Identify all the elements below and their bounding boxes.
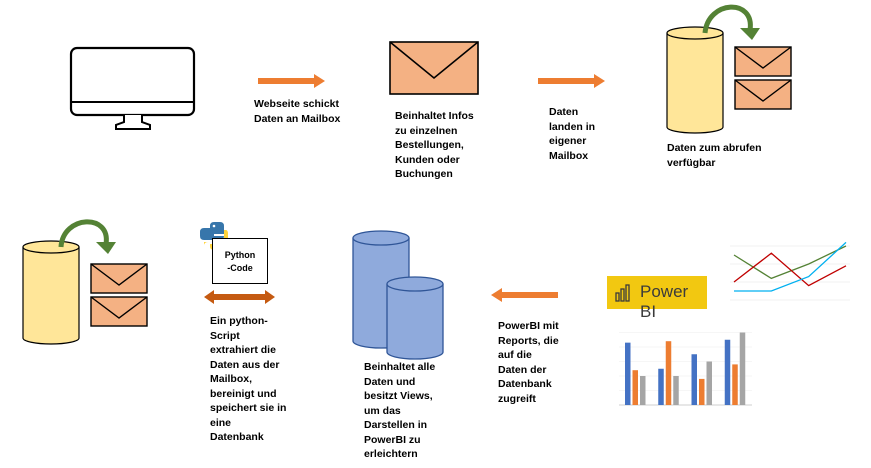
caption-data-available: Daten zum abrufen verfügbar xyxy=(667,142,762,169)
bar-s2-c3 xyxy=(699,378,705,405)
powerbi-logo: Power BI xyxy=(607,276,707,321)
caption-contains-infos: Beinhaltet Infos zu einzelnen Bestellung… xyxy=(395,110,474,180)
line-series-2 xyxy=(733,252,847,287)
line-series-1 xyxy=(733,245,847,280)
bar-s2-c1 xyxy=(632,370,638,405)
powerbi-bars-icon xyxy=(615,284,630,302)
bar-s3-c3 xyxy=(706,361,712,405)
caption-database-desc: Beinhaltet alle Daten und besitzt Views,… xyxy=(364,361,436,460)
caption-python-script: Ein python- Script extrahiert die Daten … xyxy=(210,315,287,443)
caption-powerbi-desc: PowerBI mit Reports, die auf die Daten d… xyxy=(498,320,559,405)
caption-data-lands: Daten landen in eigener Mailbox xyxy=(549,106,596,162)
bar-s3-c2 xyxy=(673,376,679,405)
bar-s1-c4 xyxy=(724,339,731,405)
python-code-box: Python -Code xyxy=(212,238,268,284)
bar-s1-c3 xyxy=(691,354,697,405)
bar-s3-c1 xyxy=(640,376,646,405)
caption-website-sends: Webseite schickt Daten an Mailbox xyxy=(254,98,341,125)
bar-s1-c1 xyxy=(625,342,631,405)
bar-s2-c2 xyxy=(665,341,672,405)
line-series-3 xyxy=(734,241,847,292)
bar-s2-c4 xyxy=(732,364,738,405)
bar-s1-c2 xyxy=(658,368,664,405)
powerbi-logo-text: Power BI xyxy=(640,282,689,321)
bar-s3-c4 xyxy=(739,332,746,405)
